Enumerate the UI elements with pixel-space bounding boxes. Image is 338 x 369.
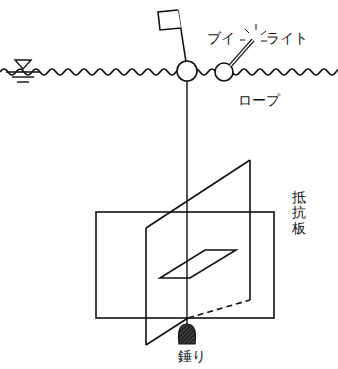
weight xyxy=(179,324,196,344)
front-plane xyxy=(96,212,274,318)
board-label: 抵抗板 xyxy=(292,190,306,236)
rope-label: ロープ xyxy=(238,92,280,109)
weight-label: 錘り xyxy=(178,348,206,365)
horizontal-plate xyxy=(160,250,236,278)
buoy xyxy=(158,10,197,81)
buoy-label: ブイ xyxy=(207,30,235,47)
cross-plane xyxy=(146,160,250,345)
rope xyxy=(186,81,187,326)
light-label: ライト xyxy=(266,30,308,47)
water-surface xyxy=(0,69,338,75)
